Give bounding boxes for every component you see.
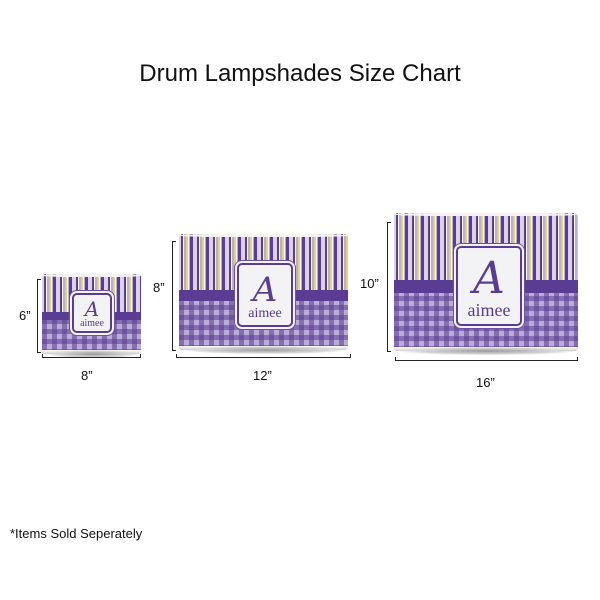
- monogram-name: aimee: [80, 318, 104, 329]
- monogram-label: A aimee: [237, 263, 293, 327]
- height-label: 6”: [19, 308, 31, 323]
- page-title: Drum Lampshades Size Chart: [139, 60, 461, 87]
- shade-shadow: [185, 346, 345, 354]
- shade-shadow: [48, 350, 138, 358]
- monogram-label: A aimee: [72, 293, 112, 333]
- lampshade-small-body: A aimee: [42, 274, 141, 354]
- monogram-name: aimee: [248, 306, 282, 321]
- monogram-initial: A: [252, 270, 278, 310]
- width-dimension-line: [395, 357, 578, 361]
- width-dimension-line: [42, 354, 141, 358]
- top-rim: [42, 274, 141, 277]
- width-label: 16”: [476, 375, 495, 390]
- width-label: 8”: [81, 368, 93, 383]
- lampshade-large-body: A aimee: [394, 213, 578, 351]
- monogram-initial: A: [473, 253, 505, 304]
- footnote: *Items Sold Seperately: [10, 526, 143, 541]
- shade-shadow: [400, 347, 575, 355]
- height-label: 10”: [360, 276, 379, 291]
- height-dimension-line: [172, 241, 176, 351]
- height-dimension-line: [37, 279, 41, 353]
- monogram-name: aimee: [467, 300, 511, 320]
- monogram-initial: A: [84, 297, 100, 321]
- lampshade-medium-body: A aimee: [179, 234, 348, 350]
- width-label: 12”: [253, 368, 272, 383]
- monogram-label: A aimee: [456, 246, 522, 326]
- top-rim: [394, 213, 578, 216]
- height-label: 8”: [153, 280, 165, 295]
- height-dimension-line: [387, 222, 391, 352]
- top-rim: [179, 234, 348, 237]
- width-dimension-line: [176, 354, 351, 358]
